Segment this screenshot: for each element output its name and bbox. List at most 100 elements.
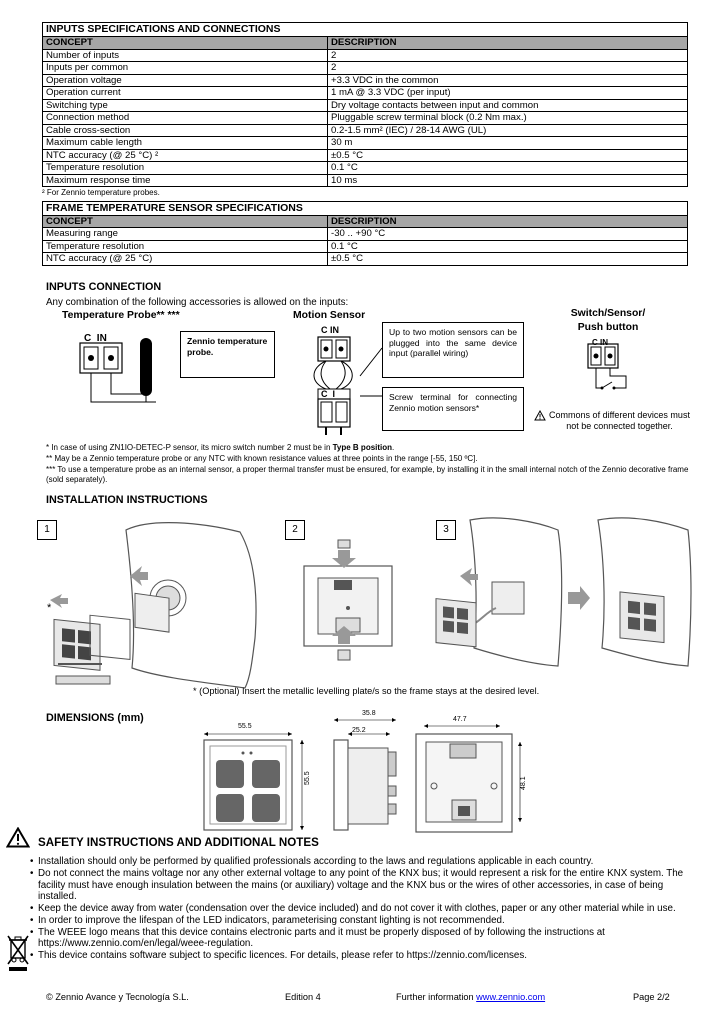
safety-item: Do not connect the mains voltage nor any… <box>30 868 690 903</box>
back-dimension-drawing <box>415 724 522 833</box>
document-page: INPUTS SPECIFICATIONS AND CONNECTIONS CO… <box>42 22 688 266</box>
safety-item: Installation should only be performed by… <box>30 856 690 868</box>
motion-sensor-label: Motion Sensor <box>293 310 366 321</box>
probe-note-box: Zennio temperature probe. <box>180 331 275 378</box>
optional-asterisk: * <box>47 602 52 614</box>
frame-table-title: FRAME TEMPERATURE SENSOR SPECIFICATIONS <box>42 200 688 216</box>
terminal-c-label: C <box>321 389 328 399</box>
terminal-in-label: IN <box>96 333 107 344</box>
description-cell: ±0.5 °C <box>327 252 688 266</box>
step-1-number: 1 <box>37 520 57 540</box>
terminal-in-label: IN <box>330 325 340 335</box>
footnote-1-bold: Type B position <box>332 443 393 452</box>
concept-cell: Temperature resolution <box>42 161 328 175</box>
concept-cell: Maximum cable length <box>42 136 328 150</box>
footnote-1-text: * In case of using ZN1IO-DETEC-P sensor,… <box>46 443 333 452</box>
safety-list: Installation should only be performed by… <box>30 856 690 962</box>
back-width-label: 47.7 <box>453 716 467 723</box>
commons-warning: Commons of different devices must not be… <box>549 410 690 432</box>
step-1-illustration <box>50 522 257 689</box>
description-cell: ±0.5 °C <box>327 148 688 162</box>
motion-terminal-labels-lower: C I <box>321 389 335 400</box>
footer-page-number: Page 2/2 <box>633 992 670 1002</box>
dimensions-heading: DIMENSIONS (mm) <box>46 712 144 724</box>
safety-warning-icon <box>6 827 30 848</box>
concept-header: CONCEPT <box>42 36 328 50</box>
concept-cell: Inputs per common <box>42 61 328 75</box>
inputs-table-title: INPUTS SPECIFICATIONS AND CONNECTIONS <box>42 22 688 37</box>
motion-note-box: Up to two motion sensors can be plugged … <box>382 322 524 378</box>
inputs-spec-table: INPUTS SPECIFICATIONS AND CONNECTIONS CO… <box>42 22 688 187</box>
description-cell: Dry voltage contacts between input and c… <box>327 98 688 112</box>
temperature-probe-label: Temperature Probe** *** <box>62 310 180 321</box>
terminal-c-label: C <box>84 333 92 344</box>
description-header: DESCRIPTION <box>327 214 688 229</box>
concept-cell: Operation voltage <box>42 73 328 87</box>
side-depth-label: 35.8 <box>362 710 376 717</box>
description-cell: 2 <box>327 61 688 75</box>
switch-terminal-labels: C IN <box>592 338 608 348</box>
switch-label-line1: Switch/Sensor/ <box>570 308 646 319</box>
frame-spec-table: FRAME TEMPERATURE SENSOR SPECIFICATIONS … <box>42 200 688 266</box>
safety-item: The WEEE logo means that this device con… <box>30 927 690 951</box>
motion-note-text: Up to two motion sensors can be plugged … <box>389 327 517 359</box>
footer-website-link[interactable]: www.zennio.com <box>476 992 546 1002</box>
description-cell: 0.1 °C <box>327 161 688 175</box>
concept-cell: NTC accuracy (@ 25 °C) ² <box>42 148 328 162</box>
inputs-connection-heading: INPUTS CONNECTION <box>46 281 162 293</box>
concept-cell: Cable cross-section <box>42 123 328 137</box>
step-2-number: 2 <box>285 520 305 540</box>
table-row: NTC accuracy (@ 25 °C)±0.5 °C <box>42 252 688 266</box>
footer-edition: Edition 4 <box>285 992 321 1002</box>
description-cell: 2 <box>327 48 688 62</box>
step-3-illustration <box>435 517 692 667</box>
description-cell: 0.2-1.5 mm² (IEC) / 28-14 AWG (UL) <box>327 123 688 137</box>
description-cell: 0.1 °C <box>327 239 688 254</box>
footer-company: © Zennio Avance y Tecnología S.L. <box>46 992 189 1002</box>
probe-terminal-labels: C IN <box>84 333 107 345</box>
table-row: Operation voltage+3.3 VDC in the common <box>42 73 688 87</box>
screw-note-text: Screw terminal for connecting Zennio mot… <box>389 392 517 413</box>
installation-heading: INSTALLATION INSTRUCTIONS <box>46 494 208 506</box>
switch-label-line2: Push button <box>577 322 639 333</box>
description-cell: +3.3 VDC in the common <box>327 73 688 87</box>
safety-heading: SAFETY INSTRUCTIONS AND ADDITIONAL NOTES <box>38 836 319 849</box>
motion-note-connector <box>359 347 383 397</box>
concept-header: CONCEPT <box>42 214 328 229</box>
front-width-label: 55.5 <box>238 723 252 730</box>
footnote-1-suffix: . <box>392 443 395 452</box>
terminal-c-label: C <box>321 325 328 335</box>
weee-bin-icon <box>7 935 29 971</box>
front-dimension-drawing <box>203 732 304 831</box>
connection-footnote-3: *** To use a temperature probe as an int… <box>46 465 689 484</box>
description-cell: -30 .. +90 °C <box>327 227 688 241</box>
footer-further-prefix: Further information <box>396 992 477 1002</box>
concept-cell: Switching type <box>42 98 328 112</box>
concept-cell: NTC accuracy (@ 25 °C) <box>42 252 328 266</box>
description-cell: 1 mA @ 3.3 VDC (per input) <box>327 86 688 100</box>
concept-cell: Measuring range <box>42 227 328 241</box>
probe-note-text: Zennio temperature probe. <box>187 336 268 357</box>
connection-footnote-2: ** May be a Zennio temperature probe or … <box>46 454 478 463</box>
side-inner-label: 25.2 <box>352 727 366 734</box>
terminal-c-label: C <box>592 338 598 347</box>
terminal-i-label: I <box>332 389 336 399</box>
inputs-footnote: ² For Zennio temperature probes. <box>42 188 160 197</box>
screw-note-box: Screw terminal for connecting Zennio mot… <box>382 387 524 431</box>
temperature-probe-diagram <box>79 338 156 403</box>
back-height-label: 48.1 <box>520 776 527 790</box>
description-cell: 30 m <box>327 136 688 150</box>
footer-further-info: Further information www.zennio.com <box>396 992 545 1003</box>
switch-diagram <box>587 343 627 390</box>
side-dimension-drawing <box>333 718 397 831</box>
description-header: DESCRIPTION <box>327 36 688 50</box>
